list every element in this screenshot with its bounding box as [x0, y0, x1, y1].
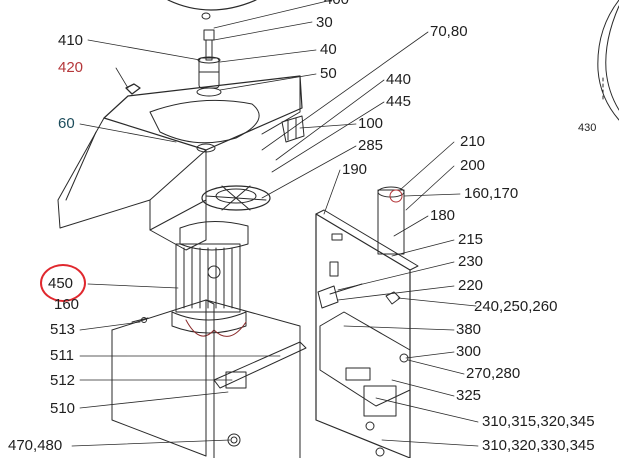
label-40: 40 [320, 41, 337, 58]
label-420: 420 [58, 59, 84, 76]
label-510: 510 [50, 400, 76, 417]
label-60: 60 [58, 115, 75, 132]
motor-top [179, 220, 249, 251]
disc-spokes [205, 185, 267, 211]
right-tank-inner [605, 5, 619, 111]
label-440: 440 [386, 71, 412, 88]
panel-190 [315, 213, 411, 458]
pin-513 [131, 317, 149, 323]
spindle-top [203, 29, 215, 41]
label-300: 300 [456, 343, 482, 360]
motor-base [171, 311, 247, 334]
cabinet-left [111, 299, 207, 457]
label-180: 180 [430, 207, 456, 224]
label-513: 513 [50, 321, 76, 338]
right-tank-outline [597, 0, 619, 121]
label-50: 50 [320, 65, 337, 82]
panel-slot-1 [331, 233, 343, 241]
label-310-315-320-345: 310,315,320,345 [482, 413, 595, 430]
cabinet-edge [205, 299, 215, 458]
label-215: 215 [458, 231, 484, 248]
block-325-top [345, 367, 371, 381]
cabinet-left-back [205, 299, 301, 458]
column-top [377, 186, 405, 198]
label-210: 210 [460, 133, 486, 150]
tray-wing-left [57, 117, 207, 229]
label-511: 511 [50, 347, 74, 364]
foot-470b [230, 436, 238, 444]
tray-drain [196, 143, 216, 153]
label-220: 220 [458, 277, 484, 294]
tray-rim [103, 75, 303, 151]
label-400: 400 [324, 0, 349, 7]
motor-terminal [207, 265, 221, 279]
component-230 [317, 285, 339, 309]
top-bowl-edge [167, 0, 257, 11]
panel-190-edge [315, 209, 419, 271]
motor-body [175, 243, 241, 313]
label-240-250-260: 240,250,260 [474, 298, 558, 315]
label-310-320-330-345: 310,320,330,345 [482, 437, 595, 454]
label-450: 450 [48, 275, 74, 292]
label-160b: 160 [54, 296, 80, 313]
disc-inner [215, 188, 257, 204]
tray-side [261, 75, 301, 135]
label-160-170: 160,170 [464, 185, 519, 202]
label-380: 380 [456, 321, 482, 338]
spindle-shaft [205, 39, 213, 61]
disc-440 [201, 185, 271, 211]
part-bottom-1 [365, 421, 375, 431]
label-410: 410 [58, 32, 84, 49]
cabinet-left-front [111, 329, 207, 457]
label-512: 512 [50, 372, 76, 389]
tray-wing-left-inner [65, 131, 97, 201]
label-190: 190 [342, 161, 368, 178]
column-ring [389, 189, 403, 203]
block-325 [363, 385, 397, 417]
label-270-280: 270,280 [466, 365, 521, 382]
column-200 [377, 189, 405, 255]
tray-wing-bottom [149, 149, 207, 231]
part-bottom-2 [375, 447, 385, 457]
panel-slot-2 [329, 261, 339, 277]
motor-wire [185, 319, 247, 337]
motor-fins [183, 247, 233, 309]
bracket-detail [287, 117, 297, 141]
top-cap [201, 12, 211, 20]
tray-wing-right [149, 149, 207, 251]
label-430: 430 [578, 122, 597, 134]
label-200: 200 [460, 157, 486, 174]
highlight-circle [40, 264, 86, 302]
label-445: 445 [386, 93, 412, 110]
label-70-80: 70,80 [430, 23, 468, 40]
label-325: 325 [456, 387, 482, 404]
spindle-base [196, 87, 222, 97]
label-470-480: 470,480 [8, 437, 63, 454]
label-100: 100 [358, 115, 384, 132]
rail-511 [213, 341, 307, 389]
bracket-285 [281, 115, 305, 143]
label-285: 285 [358, 137, 384, 154]
cover-380 [319, 311, 411, 407]
label-230: 230 [458, 253, 484, 270]
tray-inner [149, 99, 260, 144]
part-420 [125, 83, 141, 95]
label-30: 30 [316, 14, 333, 31]
leader-lines [71, 0, 479, 447]
pin-513-head [141, 317, 147, 323]
